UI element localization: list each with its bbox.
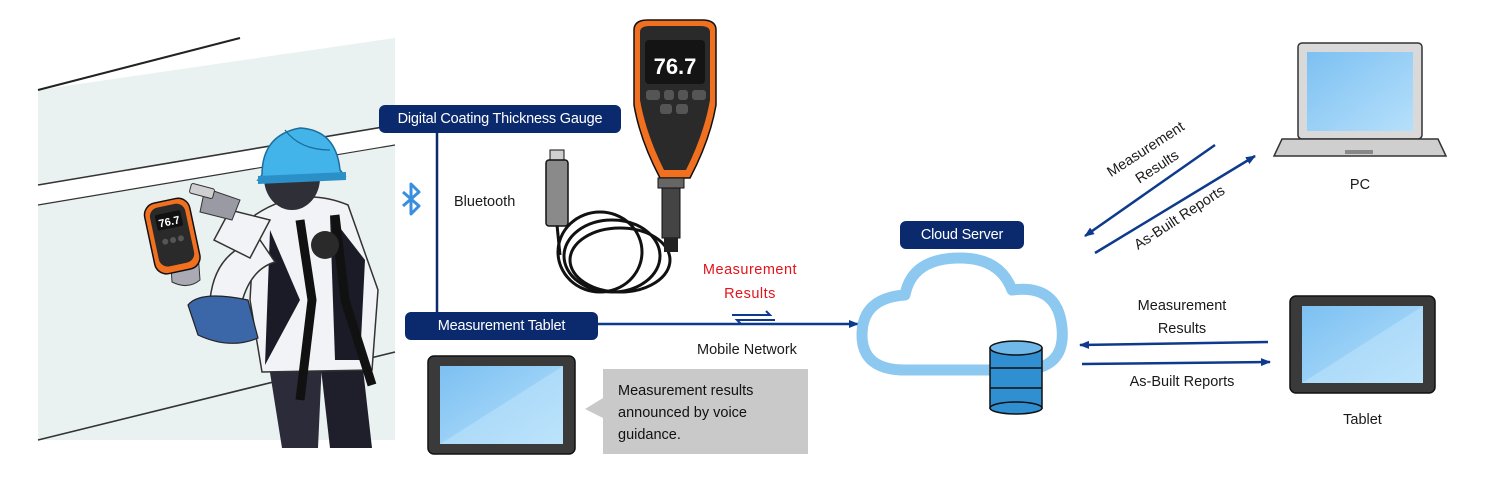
voice-guidance-callout: Measurement results announced by voice g… — [603, 369, 808, 454]
tablet-results-line-1: Measurement — [1137, 298, 1227, 314]
coating-gauge-icon: 76.7 — [545, 19, 717, 294]
callout-line-3: guidance. — [618, 427, 681, 443]
gauge-reading: 76.7 — [654, 54, 697, 79]
mobile-network-label: Mobile Network — [697, 342, 797, 358]
database-icon — [989, 340, 1043, 415]
tablet-label-box: Measurement Tablet — [405, 312, 598, 340]
callout-line-2: announced by voice — [618, 405, 747, 421]
tablet-results-line-2: Results — [1157, 321, 1207, 337]
gauge-label-box: Digital Coating Thickness Gauge — [379, 105, 621, 133]
results-red-line-1: Measurement — [702, 262, 798, 278]
bluetooth-label: Bluetooth — [454, 194, 516, 210]
worker-gauge-reading: 76.7 — [158, 214, 181, 230]
cloud-server-label-box: Cloud Server — [900, 221, 1024, 249]
callout-line-1: Measurement results — [618, 383, 754, 399]
tablet-icon — [427, 355, 576, 455]
tablet-label: Tablet — [1343, 412, 1382, 428]
bluetooth-icon — [402, 182, 421, 216]
laptop-icon — [1272, 42, 1448, 157]
results-red-line-2: Results — [724, 286, 776, 302]
pc-label: PC — [1349, 177, 1371, 193]
tablet-reports-label: As-Built Reports — [1129, 374, 1235, 390]
tablet-icon — [1289, 295, 1436, 394]
worker-illustration: 76.7 — [37, 37, 396, 448]
